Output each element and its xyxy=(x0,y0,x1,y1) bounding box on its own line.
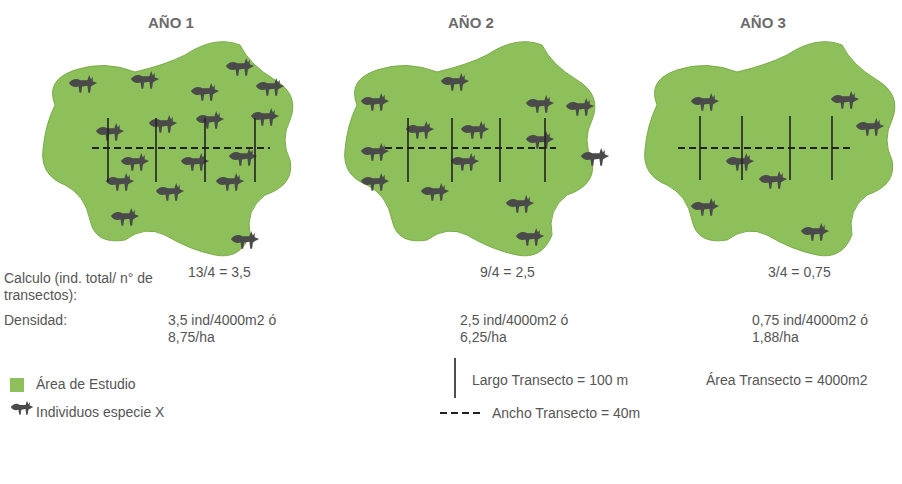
density-label: Densidad: xyxy=(4,312,67,329)
year-title: AÑO 3 xyxy=(740,14,786,31)
year-title: AÑO 1 xyxy=(148,14,194,31)
calculation: 3/4 = 0,75 xyxy=(768,264,831,281)
calculation: 9/4 = 2,5 xyxy=(480,264,535,281)
transects xyxy=(92,116,852,182)
year-title: AÑO 2 xyxy=(448,14,494,31)
calculation-label: Calculo (ind. total/ n° de transectos): xyxy=(4,270,154,304)
legend-text: Largo Transecto = 100 m xyxy=(472,372,628,389)
legend-text: Ancho Transecto = 40m xyxy=(492,405,640,422)
calculation: 13/4 = 3,5 xyxy=(188,264,251,281)
density-value: 3,5 ind/4000m2 ó 8,75/ha xyxy=(168,312,288,346)
legend-text: Área Transecto = 4000m2 xyxy=(706,372,868,389)
density-value: 2,5 ind/4000m2 ó 6,25/ha xyxy=(460,312,580,346)
foxes-year-1 xyxy=(69,58,284,249)
density-value: 0,75 ind/4000m2 ó 1,88/ha xyxy=(752,312,882,346)
legend-text: Individuos especie X xyxy=(36,404,164,421)
legend-text: Área de Estudio xyxy=(36,376,136,393)
study-areas xyxy=(43,42,895,256)
foxes-year-3 xyxy=(691,91,884,241)
legend-swatch xyxy=(10,378,24,392)
foxes-year-2 xyxy=(361,73,609,246)
